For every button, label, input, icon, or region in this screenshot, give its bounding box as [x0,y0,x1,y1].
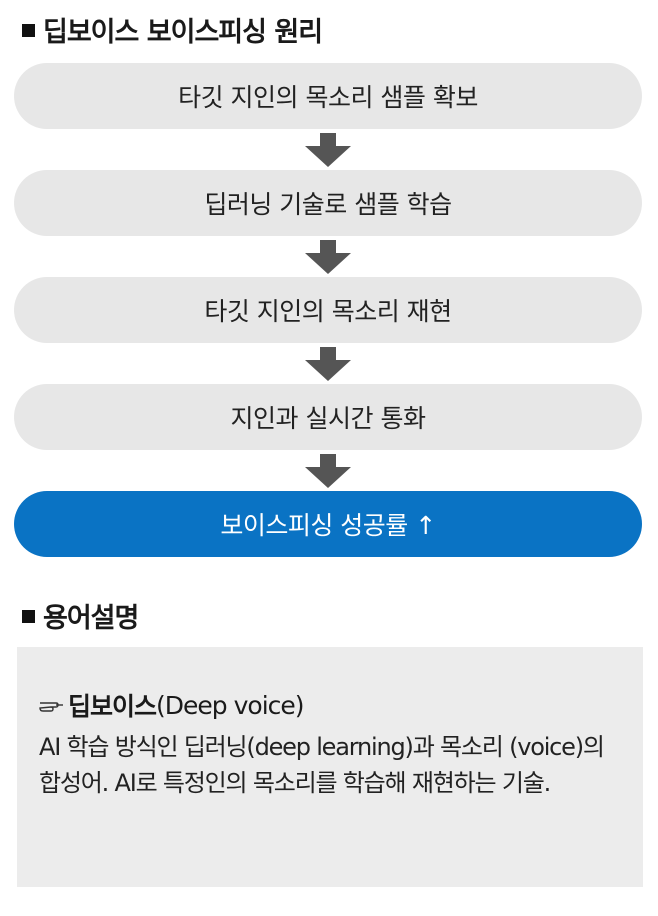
flow-arrow-4 [14,450,642,491]
flow-diagram: 타깃 지인의 목소리 샘플 확보 딥러닝 기술로 샘플 학습 타깃 지인의 목소… [14,63,642,557]
flow-step-1: 타깃 지인의 목소리 샘플 확보 [14,63,642,129]
diagram-title-text: 딥보이스 보이스피싱 원리 [43,17,323,48]
down-arrow-icon [305,346,351,381]
down-arrow-icon [305,132,351,167]
flow-arrow-3 [14,343,642,384]
term-definition: AI 학습 방식인 딥러닝(deep learning)과 목소리 (voice… [39,733,605,797]
diagram-title: 딥보이스 보이스피싱 원리 [22,10,323,49]
square-bullet-icon [22,610,35,623]
flow-step-2: 딥러닝 기술로 샘플 학습 [14,170,642,236]
term-english: (Deep voice) [156,690,304,720]
flow-arrow-1 [14,129,642,170]
flow-step-3: 타깃 지인의 목소리 재현 [14,277,642,343]
flow-arrow-2 [14,236,642,277]
glossary-heading: 용어설명 [22,596,139,635]
glossary-heading-text: 용어설명 [43,603,139,634]
square-bullet-icon [22,24,35,37]
glossary-term: 딥보이스 (Deep voice) [39,687,621,723]
flow-result: 보이스피싱 성공률 ↑ [14,491,642,557]
down-arrow-icon [305,239,351,274]
glossary-box: 딥보이스 (Deep voice) AI 학습 방식인 딥러닝(deep lea… [17,647,643,887]
pointing-hand-icon [39,702,63,712]
flow-step-4: 지인과 실시간 통화 [14,384,642,450]
down-arrow-icon [305,453,351,488]
term-korean: 딥보이스 [68,692,157,721]
